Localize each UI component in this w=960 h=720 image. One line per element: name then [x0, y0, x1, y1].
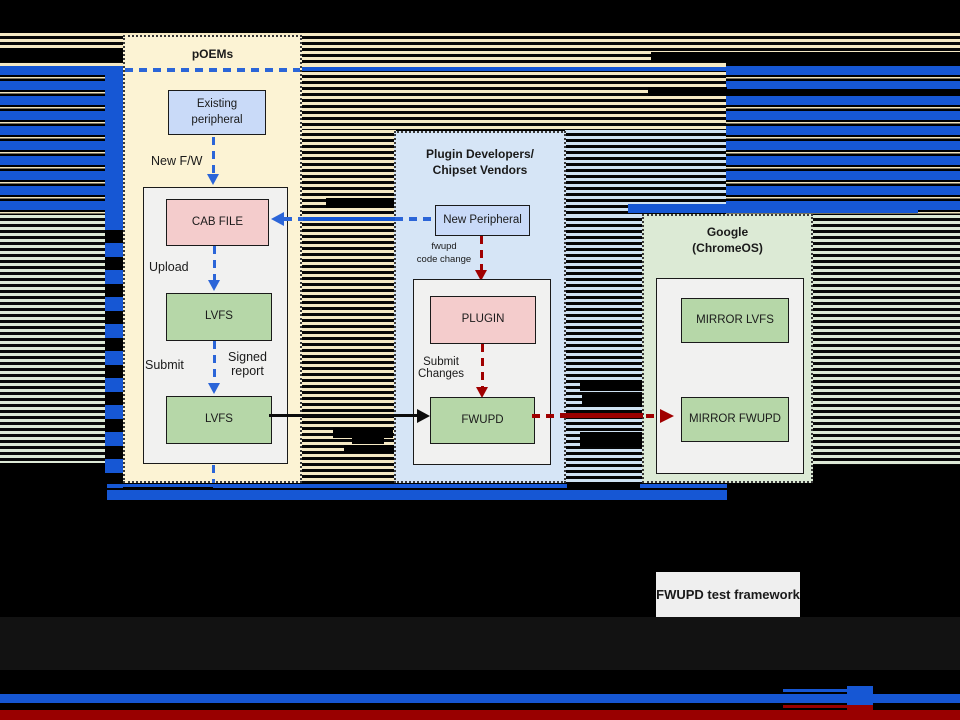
arrow-submit-line: [213, 341, 216, 383]
glitch-black-bar: [648, 87, 727, 96]
arrow-to-cabfile-solid: [303, 217, 395, 221]
fwupd-box: FWUPD: [430, 397, 535, 444]
glitch-stripes-lightblue-top: [565, 130, 726, 215]
arrow-lvfs-to-fwupd-head: [417, 409, 430, 423]
glitch-blue-hline: [0, 67, 960, 71]
submit-label: Submit: [145, 358, 184, 372]
glitch-stripes-green-right: [813, 215, 960, 465]
plugin-devs-title: Plugin Developers/ Chipset Vendors: [425, 147, 535, 177]
mirror-fwupd-box: MIRROR FWUPD: [681, 397, 789, 442]
arrow-fwupd-to-mirror-dash1: [532, 414, 560, 418]
glitch-blue-line-under-columns: [107, 484, 727, 488]
glitch-red-thin-line: [783, 705, 850, 708]
google-inner-container: MIRROR LVFS MIRROR FWUPD: [656, 278, 804, 474]
glitch-black-bar: [727, 89, 960, 94]
glitch-blue-band-under-columns: [107, 490, 727, 500]
arrow-to-cabfile-dash1: [284, 217, 303, 221]
existing-peripheral-box: Existing peripheral: [168, 90, 266, 135]
glitch-black-bar: [352, 438, 384, 444]
poems-title: pOEMs: [191, 47, 234, 61]
arrow-upload-line: [213, 246, 216, 280]
glitch-stripes-tan-top-right: [726, 33, 960, 55]
poems-bottom-dashes: [212, 465, 215, 483]
poems-top-dashed-line: [125, 68, 300, 72]
glitch-black-bar: [326, 198, 394, 208]
new-fw-label: New F/W: [151, 154, 203, 168]
new-peripheral-box: New Peripheral: [435, 205, 530, 236]
glitch-black-notch: [567, 482, 640, 489]
lvfs-upper-box: LVFS: [166, 293, 272, 341]
google-column: Google (ChromeOS) MIRROR LVFS MIRROR FWU…: [642, 214, 813, 483]
glitch-black-bar: [651, 52, 960, 62]
glitch-stripes-blue-left: [0, 66, 105, 216]
arrow-submit-changes-head: [476, 387, 488, 398]
poems-column: pOEMs Existing peripheral New F/W CAB FI…: [123, 35, 302, 483]
arrow-code-change-line: [480, 236, 483, 270]
glitch-blue-fragment-above-google: [628, 204, 918, 213]
arrow-submit-head: [208, 383, 220, 394]
glitch-stripes-green-left: [0, 215, 105, 463]
glitch-blue-bottom-band: [0, 694, 960, 703]
glitch-black-bar: [333, 428, 393, 438]
glitch-red-bottom-band: [0, 710, 960, 720]
arrow-lvfs-to-fwupd-line: [269, 414, 418, 417]
google-title: Google (ChromeOS): [692, 225, 763, 255]
glitch-black-bar: [580, 432, 642, 447]
arrow-upload-head: [208, 280, 220, 291]
glitch-dark-band: [0, 617, 960, 670]
plugin-devs-column: Plugin Developers/ Chipset Vendors New P…: [394, 131, 566, 483]
glitch-black-bar: [580, 380, 642, 391]
fwupd-test-framework-box: FWUPD test framework: [656, 572, 800, 617]
plugin-inner-container: PLUGIN Submit Changes FWUPD: [413, 279, 551, 465]
arrow-to-cabfile-dash2: [395, 217, 433, 221]
arrow-submit-changes-line: [481, 344, 484, 387]
cab-file-box: CAB FILE: [166, 199, 269, 246]
glitch-blue-vertical-dashes: [105, 216, 123, 480]
arrow-to-cabfile-head: [271, 212, 284, 226]
glitch-black-bar: [582, 394, 642, 407]
glitch-blue-thin-line: [783, 689, 850, 692]
lvfs-lower-box: LVFS: [166, 396, 272, 444]
glitch-black-bar: [0, 48, 123, 62]
upload-label: Upload: [149, 260, 189, 274]
glitch-black-bar: [344, 445, 397, 453]
arrow-new-fw-head: [207, 174, 219, 185]
fwupd-code-change-label: fwupd code change: [416, 241, 472, 265]
glitch-stripes-tan-mid: [302, 66, 726, 130]
arrow-new-fw-line: [212, 137, 215, 174]
poems-inner-container: CAB FILE Upload LVFS Submit Signed repor…: [143, 187, 288, 464]
arrow-fwupd-to-mirror-solid: [560, 413, 643, 418]
submit-changes-label: Submit Changes: [418, 356, 465, 380]
glitch-stripes-tan-gap: [302, 130, 396, 483]
glitch-blue-vertical-bar: [105, 66, 123, 216]
arrow-fwupd-to-mirror-dash2: [646, 414, 658, 418]
signed-report-label: Signed report: [228, 350, 267, 378]
mirror-lvfs-box: MIRROR LVFS: [681, 298, 789, 343]
plugin-box: PLUGIN: [430, 296, 536, 344]
arrow-fwupd-to-mirror-head: [660, 409, 674, 423]
glitch-black-hairline: [123, 487, 213, 490]
arrow-code-change-head: [475, 270, 487, 281]
